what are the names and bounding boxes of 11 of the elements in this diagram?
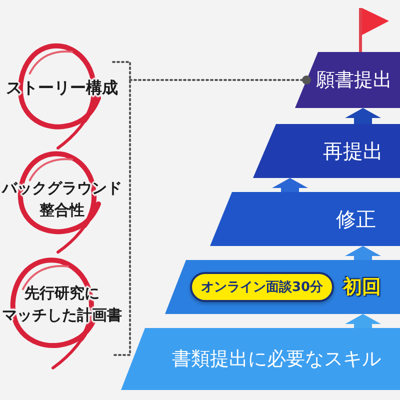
block-arrow <box>345 108 381 124</box>
block-arrow <box>272 178 308 192</box>
block-arrow <box>345 314 381 328</box>
tier-label: 願書提出 <box>316 70 392 90</box>
tier-label: 初回 <box>343 278 381 296</box>
duration-badge: オンライン面談30分 <box>190 272 334 302</box>
tier-label: 修正 <box>336 209 376 229</box>
block-arrow <box>345 246 381 260</box>
tier-label: 再提出 <box>323 141 383 161</box>
dotted-connector <box>129 76 311 84</box>
tier-label: 書類提出に必要なスキル <box>172 350 381 368</box>
